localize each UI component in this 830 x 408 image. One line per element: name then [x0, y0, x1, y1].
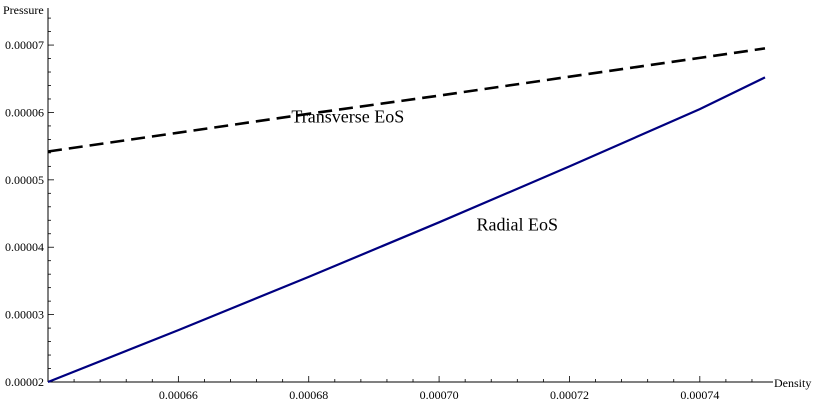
- series-annotation: Transverse EoS: [291, 107, 404, 127]
- annotations: Transverse EoS Radial EoS: [291, 107, 558, 235]
- x-tick-label: 0.00072: [550, 388, 589, 402]
- y-tick-label: 0.00002: [5, 375, 44, 389]
- y-tick-label: 0.00003: [5, 308, 44, 322]
- y-ticks: 0.00002 0.00003 0.00004 0.00005 0.00006 0.000…: [5, 17, 54, 389]
- series-line-transverse-eos: [47, 47, 766, 153]
- y-tick-label: 0.00007: [5, 38, 44, 52]
- x-tick-label: 0.00068: [289, 388, 328, 402]
- series-line-radial-eos: [47, 76, 766, 384]
- axes: [47, 8, 773, 383]
- y-axis-title: Pressure: [3, 3, 44, 17]
- y-tick-label: 0.00004: [5, 240, 44, 254]
- x-tick-label: 0.00066: [159, 388, 198, 402]
- x-tick-label: 0.00070: [420, 388, 459, 402]
- series-group: [47, 47, 766, 384]
- x-tick-label: 0.00074: [680, 388, 719, 402]
- x-ticks: 0.00066 0.00068 0.00070 0.00072 0.00074: [47, 376, 753, 402]
- x-axis-title: Density: [774, 376, 811, 390]
- series-annotation: Radial EoS: [477, 214, 559, 234]
- y-tick-label: 0.00006: [5, 105, 44, 119]
- y-tick-label: 0.00005: [5, 173, 44, 187]
